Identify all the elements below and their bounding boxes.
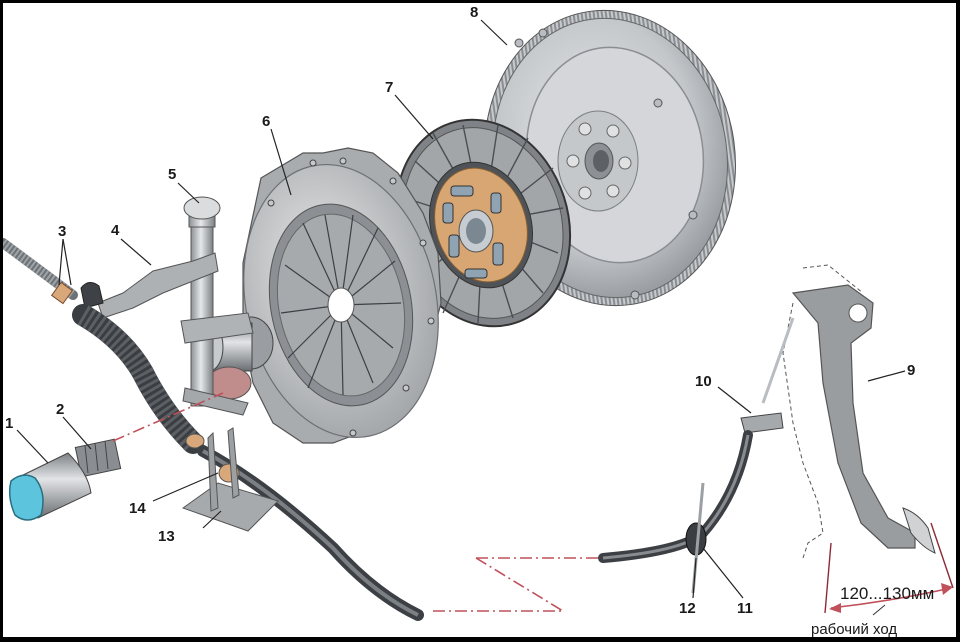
gearbox-input-shaft — [8, 438, 122, 521]
guide-lines — [112, 392, 598, 612]
callout-2: 2 — [56, 401, 64, 418]
clutch-diagram: 120...130мм рабочий ход 1 2 3 4 5 6 7 8 … — [0, 4, 954, 638]
callout-9: 9 — [907, 362, 915, 379]
callout-6: 6 — [262, 113, 270, 130]
cable-mount-bracket — [181, 427, 279, 532]
callout-labels: 1 2 3 4 5 6 7 8 9 10 11 12 13 14 — [5, 4, 915, 617]
measurement-value: 120...130мм — [840, 584, 934, 603]
callout-3: 3 — [58, 223, 66, 240]
pressure-plate — [242, 147, 442, 444]
pedal-cable-segment — [598, 317, 795, 594]
clutch-pedal — [782, 264, 936, 559]
callout-5: 5 — [168, 166, 176, 183]
callout-14: 14 — [129, 500, 146, 517]
leader-lines — [16, 19, 906, 599]
measurement-caption: рабочий ход — [811, 621, 897, 637]
pedal-travel-measurement: 120...130мм рабочий ход — [811, 522, 954, 638]
clutch-cable — [0, 238, 424, 621]
callout-10: 10 — [695, 373, 712, 390]
callout-4: 4 — [111, 222, 120, 239]
callout-7: 7 — [385, 79, 393, 96]
release-fork-lever — [80, 252, 219, 319]
callout-12: 12 — [679, 600, 696, 617]
diagram-canvas: 120...130мм рабочий ход 1 2 3 4 5 6 7 8 … — [0, 3, 956, 638]
callout-13: 13 — [158, 528, 175, 545]
callout-8: 8 — [470, 4, 478, 21]
callout-11: 11 — [737, 600, 753, 617]
callout-1: 1 — [5, 415, 13, 432]
